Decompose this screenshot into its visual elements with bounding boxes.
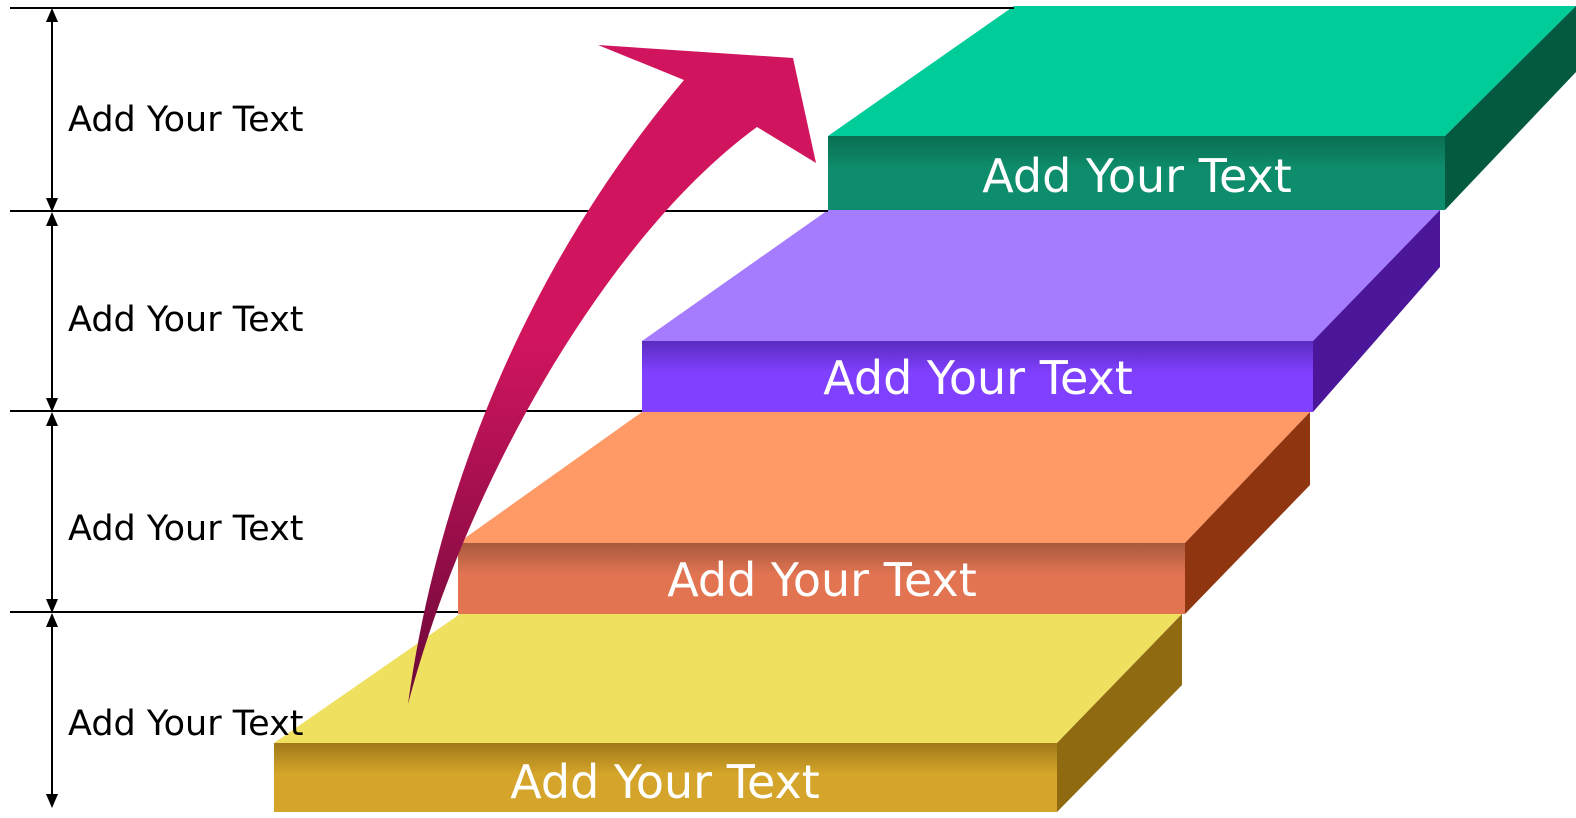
step-2-top: [458, 412, 1310, 543]
side-label-3: Add Your Text: [68, 509, 304, 549]
step-3: Add Your Text: [642, 210, 1440, 412]
step-3-top: [642, 210, 1440, 341]
step-4-top: [828, 6, 1576, 136]
step-1-label: Add Your Text: [510, 755, 820, 809]
dimension-arrow-2: [46, 212, 58, 412]
step-2-front: [458, 543, 1185, 614]
side-label-4: Add Your Text: [68, 704, 304, 744]
dimension-arrow-4: [46, 613, 58, 808]
step-4-label: Add Your Text: [982, 149, 1292, 203]
side-label-1: Add Your Text: [68, 100, 304, 140]
growth-arrow-icon: [408, 45, 816, 704]
dimension-arrow-3: [46, 412, 58, 613]
divider-lines: [10, 7, 1014, 613]
step-1: Add Your Text: [274, 614, 1182, 812]
step-4: Add Your Text: [828, 6, 1576, 210]
step-3-label: Add Your Text: [823, 351, 1133, 405]
dimension-arrow-1: [46, 8, 58, 212]
side-label-2: Add Your Text: [68, 300, 304, 340]
step-2-label: Add Your Text: [667, 553, 977, 607]
step-4-front: [828, 136, 1445, 210]
step-1-front: [274, 743, 1057, 812]
step-2: Add Your Text: [458, 412, 1310, 614]
step-4-side: [1445, 6, 1576, 210]
step-3-side: [1313, 210, 1440, 412]
step-2-side: [1185, 412, 1310, 614]
step-1-side: [1057, 614, 1182, 812]
step-1-top: [274, 614, 1182, 743]
dimension-arrows: [46, 8, 58, 808]
step-3-front: [642, 341, 1313, 412]
